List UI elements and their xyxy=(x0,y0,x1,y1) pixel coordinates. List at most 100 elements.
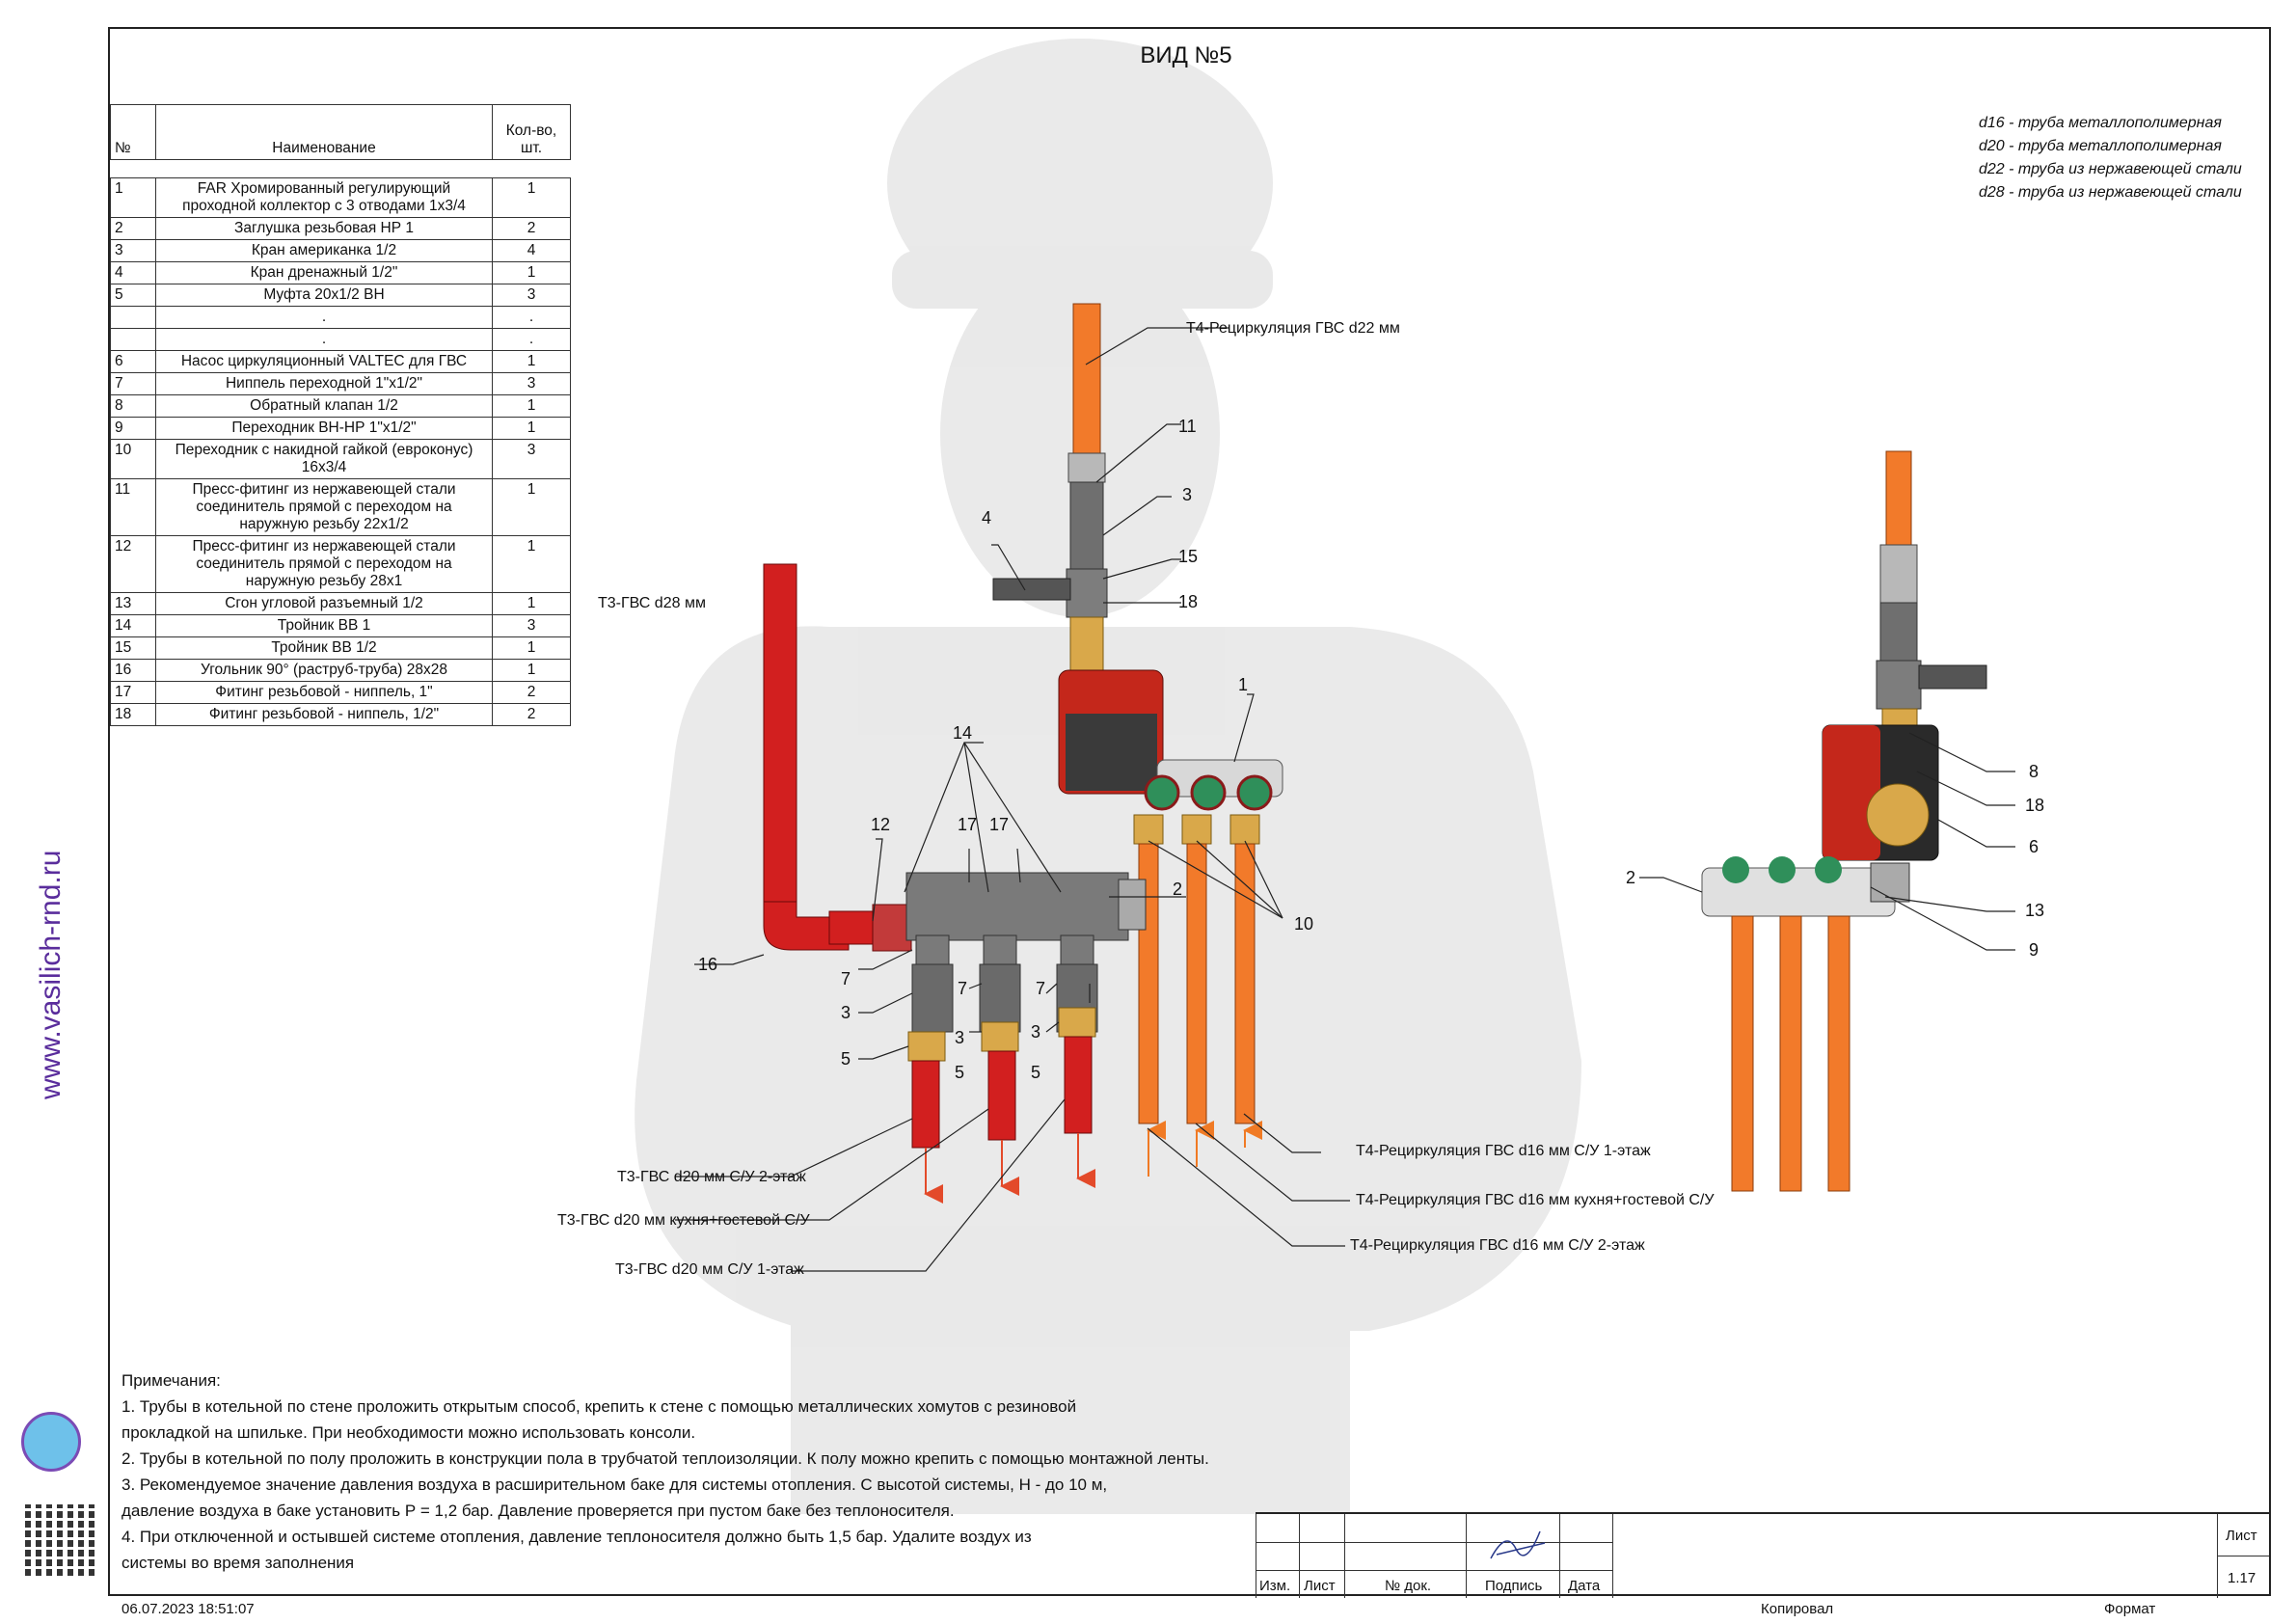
cell-name: . xyxy=(155,328,493,351)
callout-t4-d16-1floor: Т4-Рециркуляция ГВС d16 мм С/У 1-этаж xyxy=(1356,1143,1651,1159)
euroconus-adapter xyxy=(1133,814,1164,845)
item-number: 1 xyxy=(1238,675,1249,694)
callout-t3-d28: Т3-ГВС d28 мм xyxy=(598,595,706,611)
cell-qty: 2 xyxy=(492,217,571,240)
note-line: прокладкой на шпильке. При необходимости… xyxy=(122,1423,696,1442)
item-number: 3 xyxy=(841,1003,851,1022)
note-line: давление воздуха в баке установить Р = 1… xyxy=(122,1502,955,1520)
legend-line: d16 - труба металлополимерная xyxy=(1979,115,2222,131)
notes-block: Примечания: 1. Трубы в котельной по стен… xyxy=(122,1367,1279,1576)
cell-num: 3 xyxy=(110,239,156,262)
item-number: 7 xyxy=(958,979,968,998)
drain-valve xyxy=(992,578,1071,601)
hot-pipe-d20 xyxy=(1064,1036,1093,1134)
cell-qty: 2 xyxy=(492,703,571,726)
note-line: 4. При отключенной и остывшей системе от… xyxy=(122,1528,1032,1546)
item-number: 5 xyxy=(841,1049,851,1069)
cell-name: Фитинг резьбовой - ниппель, 1" xyxy=(155,681,493,704)
hot-pipe-d20 xyxy=(911,1060,940,1149)
cell-qty: 1 xyxy=(492,592,571,615)
title-block: Изм. Лист № док. Подпись Дата Лист 1.17 xyxy=(1256,1512,2269,1598)
cell-num: 5 xyxy=(110,284,156,307)
stamp-doc: № док. xyxy=(1385,1578,1432,1594)
cell-num: 2 xyxy=(110,217,156,240)
item-number: 14 xyxy=(953,723,973,743)
pump-body xyxy=(1066,714,1157,791)
tee-manifold xyxy=(905,872,1129,941)
item-number: 2 xyxy=(1173,880,1183,899)
item-number: 12 xyxy=(871,815,891,834)
stamp-date: Дата xyxy=(1568,1578,1601,1594)
item-number: 16 xyxy=(698,955,718,974)
item-number: 18 xyxy=(1178,592,1199,611)
recirculation-pipe-right xyxy=(1885,450,1912,549)
pipe-right-d16 xyxy=(1731,915,1754,1192)
tee-fitting xyxy=(1066,568,1108,618)
cell-name: Насос циркуляционный VALTEC для ГВС xyxy=(155,350,493,373)
callout-t4-d16-2floor: Т4-Рециркуляция ГВС d16 мм С/У 2-этаж xyxy=(1350,1237,1645,1254)
hot-pipe-d20 xyxy=(987,1050,1016,1141)
cell-num xyxy=(110,306,156,329)
cell-num: 18 xyxy=(110,703,156,726)
pump-volute xyxy=(1866,783,1930,847)
angle-union xyxy=(1870,862,1910,903)
item-number: 2 xyxy=(1626,868,1636,887)
cell-qty: 3 xyxy=(492,284,571,307)
press-fitting-28 xyxy=(872,904,912,952)
note-line: 2. Трубы в котельной по полу проложить в… xyxy=(122,1449,1209,1468)
coupling-brass xyxy=(907,1031,946,1062)
item-number: 3 xyxy=(1031,1022,1041,1042)
legend-line: d28 - труба из нержавеющей стали xyxy=(1979,184,2242,201)
table-row: .. xyxy=(110,328,571,351)
coupling-brass xyxy=(981,1021,1019,1052)
item-number: 5 xyxy=(955,1063,965,1082)
callout-t3-d20-kitchen: Т3-ГВС d20 мм кухня+гостевой С/У xyxy=(557,1212,810,1229)
cell-num: 12 xyxy=(110,535,156,593)
cell-name: FAR Хромированный регулирующий проходной… xyxy=(155,177,493,218)
press-fitting xyxy=(1067,452,1106,483)
cell-name: Ниппель переходной 1"х1/2" xyxy=(155,372,493,395)
item-number: 15 xyxy=(1178,547,1199,566)
qr-code xyxy=(25,1504,96,1576)
item-number: 3 xyxy=(955,1028,965,1047)
cell-name: Кран дренажный 1/2" xyxy=(155,261,493,284)
callout-t4-d16-kitchen: Т4-Рециркуляция ГВС d16 мм кухня+гостево… xyxy=(1356,1192,1715,1208)
pipe-right-d16 xyxy=(1779,915,1802,1192)
cell-num: 17 xyxy=(110,681,156,704)
tee-branch xyxy=(983,934,1017,965)
ball-valve xyxy=(911,963,954,1033)
legend-line: d22 - труба из нержавеющей стали xyxy=(1979,161,2242,177)
recirculation-pipe-d22 xyxy=(1072,303,1101,459)
item-number: 5 xyxy=(1031,1063,1041,1082)
collector-valve xyxy=(1722,856,1749,883)
valve-right xyxy=(1879,602,1918,662)
item-number: 13 xyxy=(2025,901,2045,920)
cell-qty: 1 xyxy=(492,535,571,593)
cell-name: . xyxy=(155,306,493,329)
drain-right xyxy=(1918,664,1987,690)
collector-valve xyxy=(1144,774,1180,811)
cell-name: Тройник ВВ 1 xyxy=(155,614,493,637)
note-line: системы во время заполнения xyxy=(122,1554,355,1572)
item-number: 11 xyxy=(1178,417,1197,436)
table-row: .. xyxy=(110,306,571,329)
item-number: 7 xyxy=(1036,979,1046,998)
nipple-brass xyxy=(1069,616,1104,671)
drawing-frame xyxy=(108,27,2271,1596)
cell-name: Кран американка 1/2 xyxy=(155,239,493,262)
item-number: 17 xyxy=(958,815,978,834)
pipe-right-d16 xyxy=(1827,915,1850,1192)
cell-qty: 1 xyxy=(492,417,571,440)
cell-name: Тройник ВВ 1/2 xyxy=(155,636,493,660)
footer-format: Формат xyxy=(2104,1601,2156,1617)
cell-qty: 1 xyxy=(492,636,571,660)
cell-num: 13 xyxy=(110,592,156,615)
note-line: 3. Рекомендуемое значение давления возду… xyxy=(122,1475,1108,1494)
table-gap xyxy=(110,159,571,178)
pipe-legend: d16 - труба металлополимерная d20 - труб… xyxy=(1979,112,2242,204)
stamp-sheet-label: Лист xyxy=(2226,1528,2257,1544)
